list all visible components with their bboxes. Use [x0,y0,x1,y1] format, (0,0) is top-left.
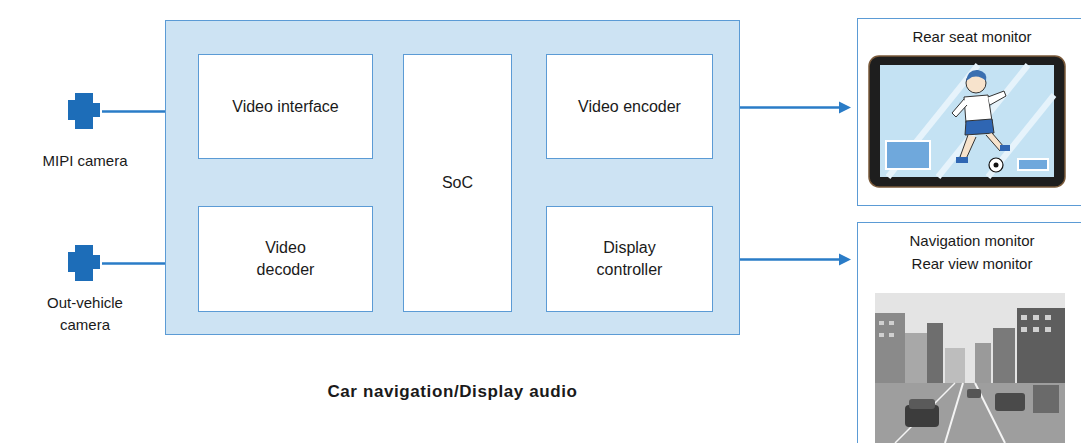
node-label: Navigation monitor [909,229,1034,252]
node-label: SoC [442,172,473,194]
road-photo [875,293,1065,443]
tablet-illustration [868,55,1068,190]
node-label: MIPI camera [42,150,127,172]
node-label: Video interface [232,96,338,118]
node-label: Video decoder [241,237,331,281]
camera-icon [66,244,102,282]
arrow-head [839,102,851,114]
node-label: Display controller [575,237,685,281]
arrow-head [839,254,851,266]
camera-node: Out-vehicle camera [25,242,145,336]
node-label: Video encoder [578,96,681,118]
monitor-box: Rear seat monitor [857,18,1081,206]
device-panel: Car navigation/Display audioVideo interf… [165,20,740,335]
node-label: Rear seat monitor [912,25,1031,48]
panel-label: Car navigation/Display audio [166,381,739,403]
function-block: Video interface [198,54,373,159]
camera-icon [66,92,102,130]
function-block: Video decoder [198,206,373,312]
monitor-box: Navigation monitorRear view monitor [857,222,1081,443]
camera-node: MIPI camera [25,88,145,172]
node-label: Out-vehicle camera [35,292,135,336]
function-block: Video encoder [546,54,713,159]
soc-block: SoC [403,54,512,312]
node-label: Rear view monitor [912,252,1033,275]
function-block: Display controller [546,206,713,312]
